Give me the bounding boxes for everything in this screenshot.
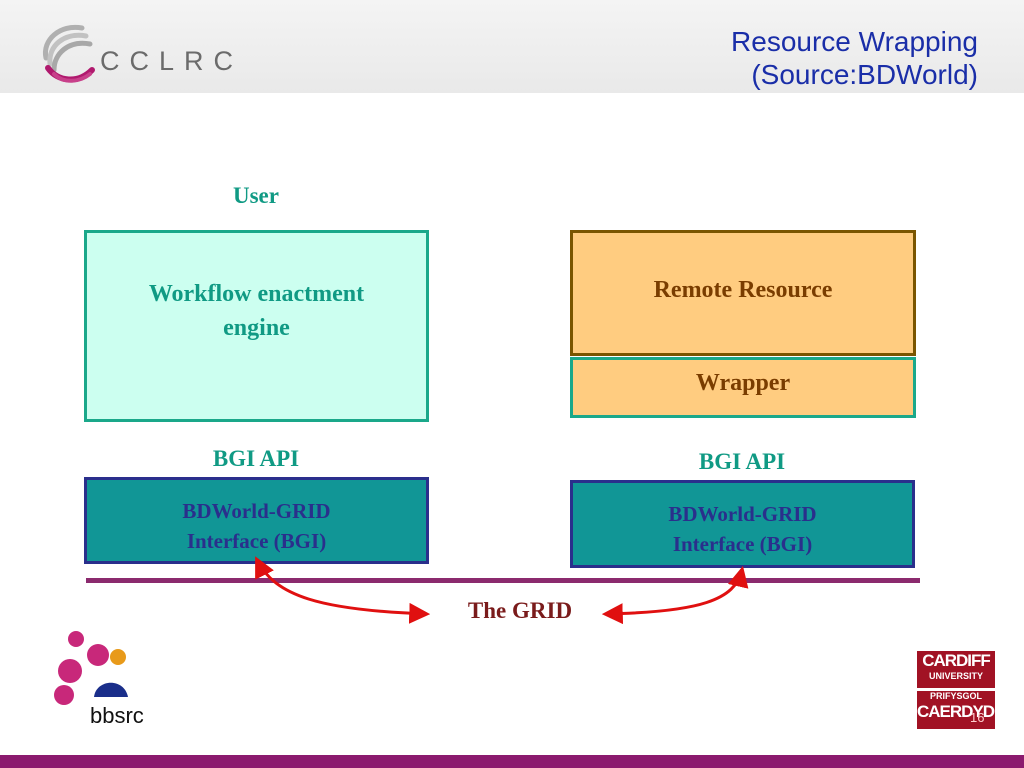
page-title: Resource Wrapping (Source:BDWorld)	[458, 25, 978, 91]
workflow-engine-box: Workflow enactment engine	[84, 230, 429, 422]
cardiff-logo-bottom: PRIFYSGOL CAERDYDD	[917, 691, 1006, 729]
bgi-left-line-2: Interface (BGI)	[186, 529, 327, 553]
remote-resource-label: Remote Resource	[653, 277, 833, 303]
bgi-left-box: BDWorld-GRID Interface (BGI)	[84, 477, 429, 564]
footer-band	[0, 755, 1024, 768]
workflow-line-2: engine	[223, 315, 290, 341]
remote-resource-box: Remote Resource	[570, 230, 916, 356]
cardiff-line-4: CAERDYDD	[917, 702, 1006, 721]
bgi-right-line-1: BDWorld-GRID	[668, 502, 817, 526]
cardiff-line-2: UNIVERSITY	[928, 671, 983, 681]
bgi-right-line-2: Interface (BGI)	[672, 532, 813, 556]
bgi-right-box: BDWorld-GRID Interface (BGI)	[570, 480, 915, 568]
workflow-line-1: Workflow enactment	[148, 281, 365, 307]
cardiff-line-3: PRIFYSGOL	[929, 691, 982, 701]
cardiff-line-1: CARDIFF	[922, 651, 991, 670]
page-number: 16	[970, 710, 985, 725]
header-band	[0, 0, 1024, 93]
bbsrc-logo-icon: bbsrc	[54, 631, 144, 728]
arrow-left	[255, 556, 431, 624]
wrapper-label: Wrapper	[695, 370, 791, 396]
bgi-api-left-label: BGI API	[212, 446, 300, 471]
cclrc-logo: CCLRC	[38, 18, 248, 88]
title-line-1: Resource Wrapping	[731, 26, 978, 57]
cclrc-swirl-icon	[42, 24, 95, 83]
bgi-left-line-1: BDWorld-GRID	[182, 499, 331, 523]
wrapper-box: Wrapper	[570, 357, 916, 418]
bgi-api-right-label: BGI API	[698, 449, 786, 474]
user-label: User	[233, 183, 279, 208]
bbsrc-logo: bbsrc	[50, 625, 160, 735]
cardiff-logo-top: CARDIFF UNIVERSITY	[917, 651, 995, 688]
title-line-2: (Source:BDWorld)	[751, 59, 978, 90]
arrow-right	[601, 565, 749, 625]
the-grid-label: The GRID	[467, 598, 573, 623]
grid-line	[86, 578, 920, 583]
bbsrc-logo-text: bbsrc	[90, 703, 144, 728]
cclrc-logo-text: CCLRC	[100, 46, 244, 76]
cardiff-logo: CARDIFF UNIVERSITY PRIFYSGOL CAERDYDD	[917, 651, 1006, 729]
